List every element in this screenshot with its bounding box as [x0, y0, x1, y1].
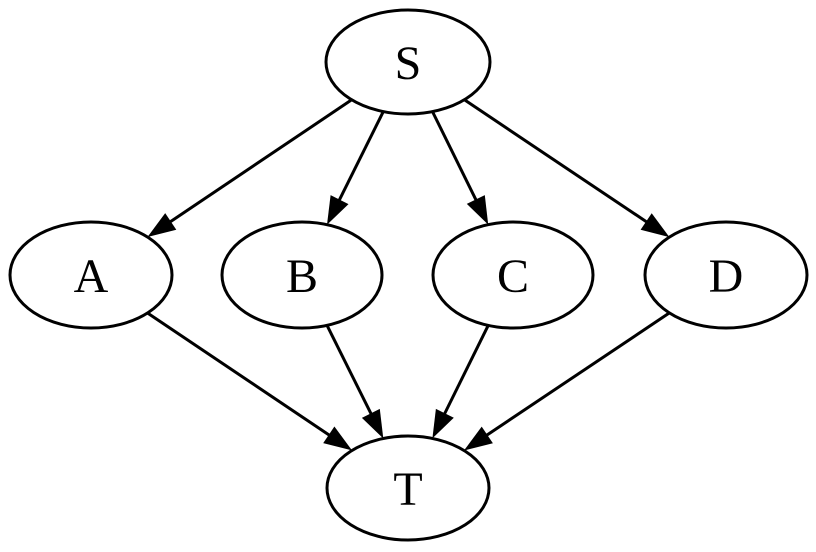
node-S: S [324, 8, 492, 116]
node-T: T [325, 434, 491, 542]
node-A: A [8, 220, 174, 330]
node-label-T: T [393, 463, 422, 516]
node-B: B [220, 220, 384, 330]
node-ellipse-S [324, 8, 492, 116]
edges-layer [146, 98, 671, 451]
arrowhead-D-T [464, 426, 493, 451]
edge-S-A [167, 98, 353, 225]
node-label-B: B [286, 250, 318, 303]
arrowhead-A-T [323, 426, 352, 451]
arrowhead-S-A [147, 213, 177, 237]
node-label-D: D [709, 250, 744, 303]
node-label-A: A [74, 250, 109, 303]
node-C: C [431, 220, 595, 330]
edge-B-T [325, 324, 374, 417]
node-ellipse-C [431, 220, 595, 330]
edge-S-D [463, 98, 650, 225]
edge-S-B [336, 110, 385, 203]
edge-D-T [483, 311, 671, 438]
arrowhead-S-C [466, 195, 489, 225]
edge-C-T [442, 324, 490, 417]
node-ellipse-B [220, 220, 384, 330]
nodes-layer: S A B C D T [8, 8, 809, 542]
node-ellipse-T [325, 434, 491, 542]
arrowhead-B-T [361, 408, 384, 439]
node-D: D [643, 220, 809, 330]
arrowhead-S-B [327, 195, 349, 225]
arrowhead-C-T [432, 408, 454, 439]
arrowhead-S-D [640, 213, 670, 238]
node-label-S: S [395, 37, 422, 90]
edge-A-T [146, 311, 333, 438]
node-label-C: C [497, 250, 529, 303]
node-ellipse-D [643, 220, 809, 330]
node-ellipse-A [8, 220, 174, 330]
edge-S-C [431, 110, 479, 203]
